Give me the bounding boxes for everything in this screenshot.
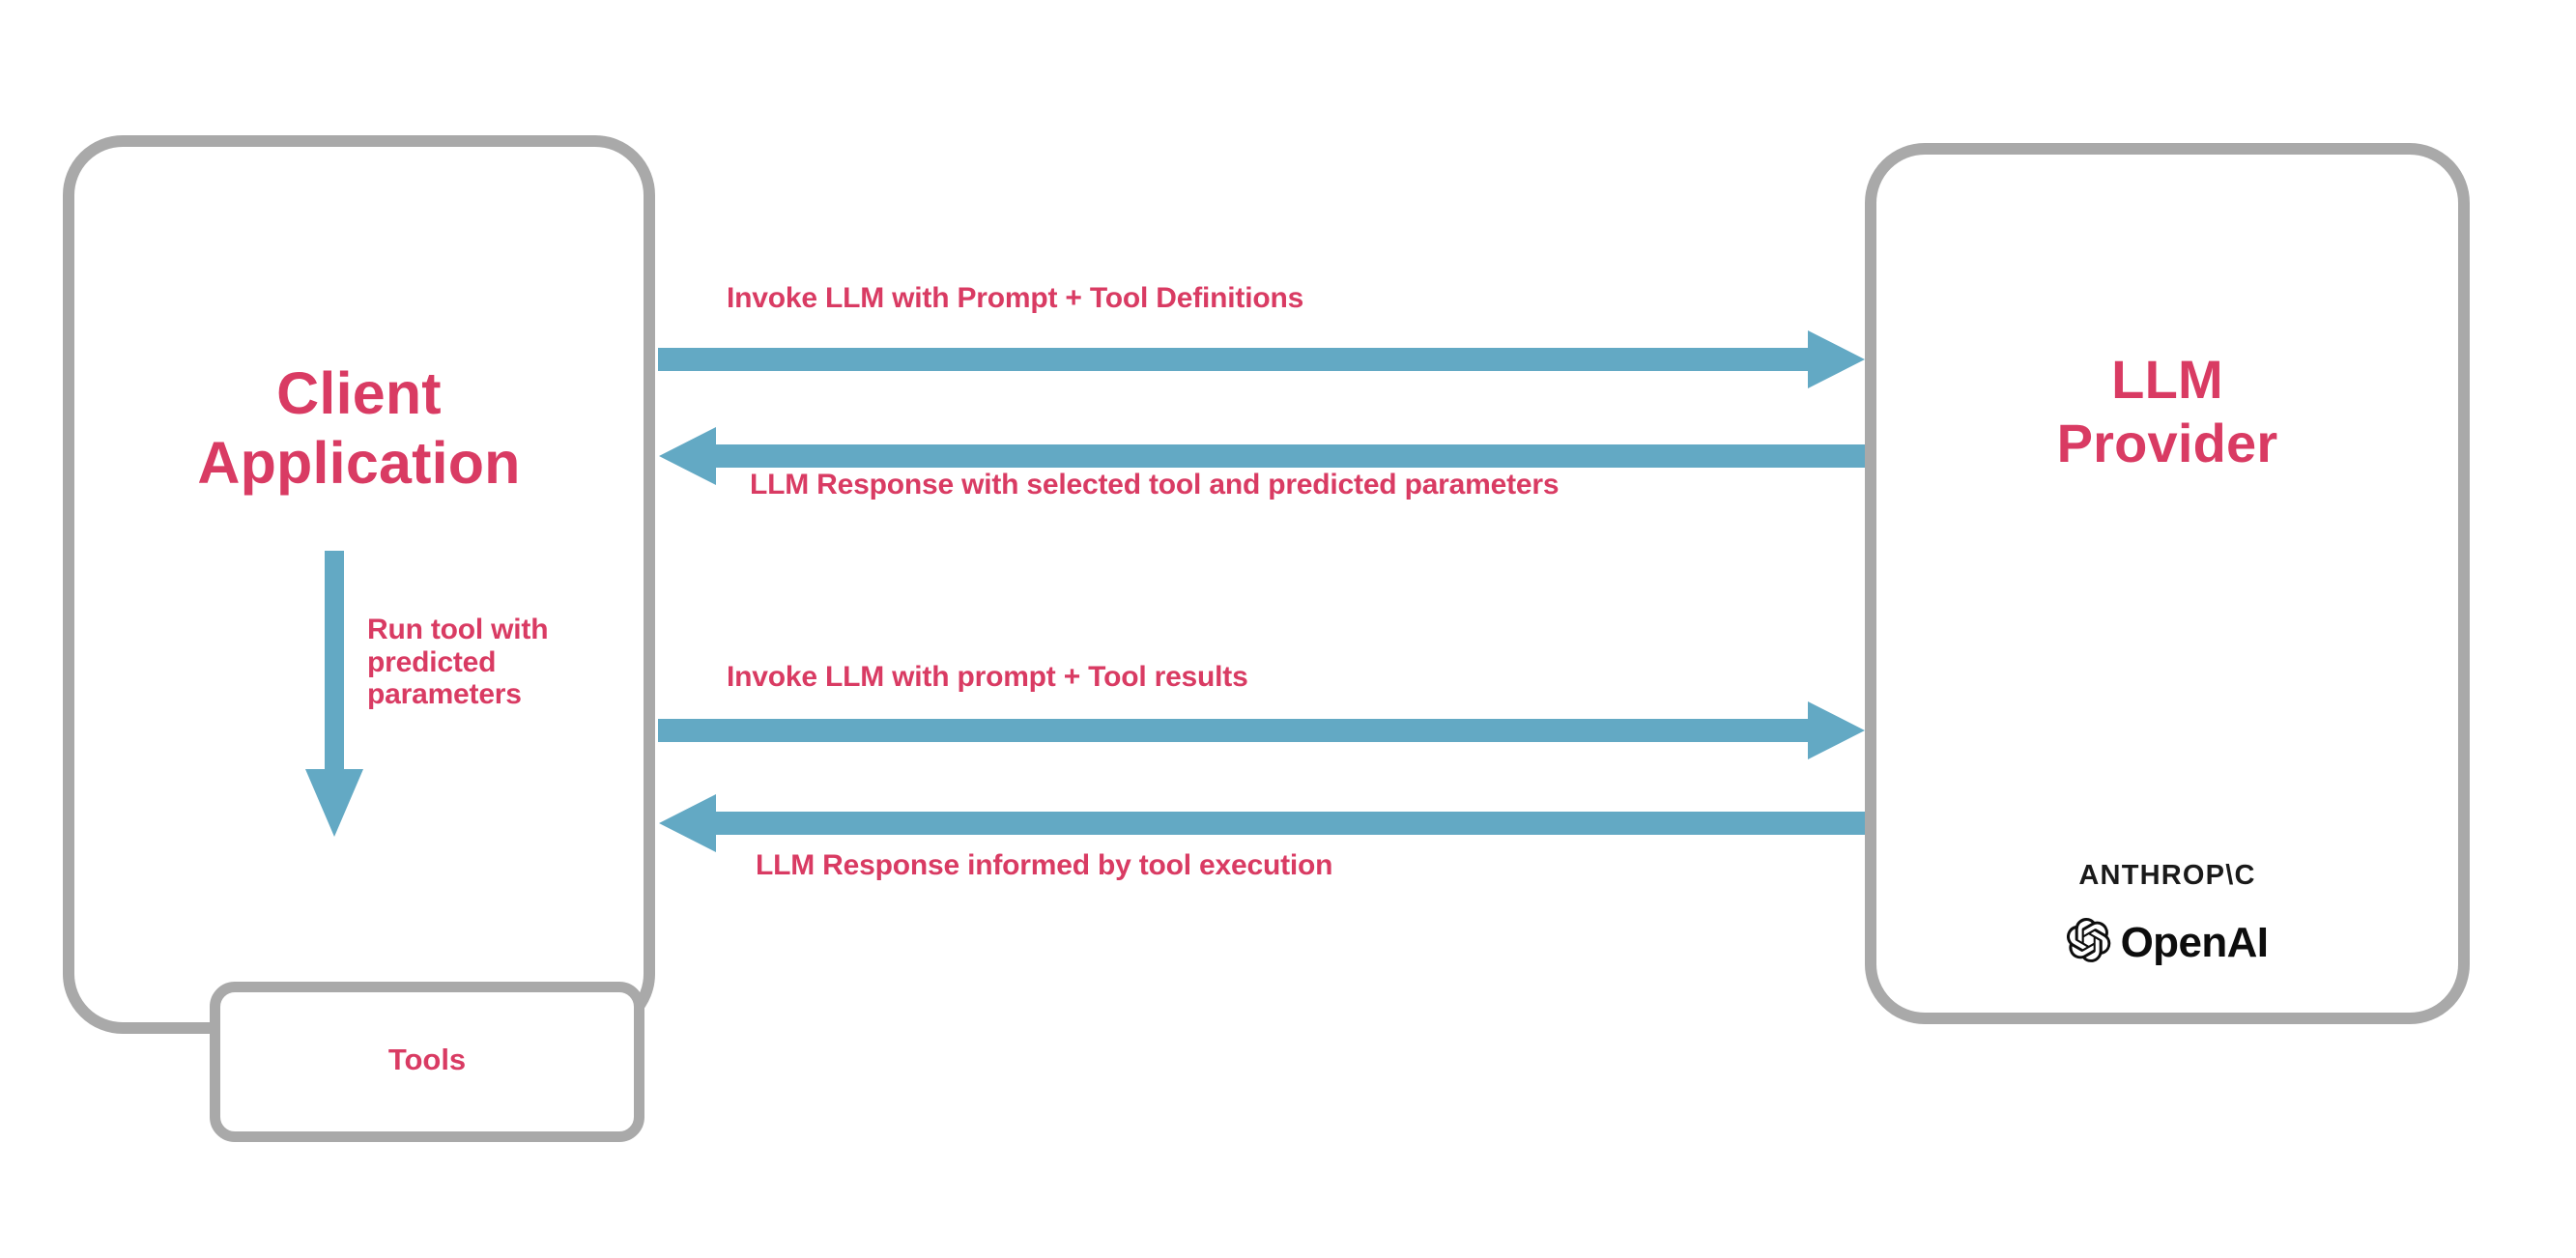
openai-mark-icon xyxy=(2066,918,2111,967)
provider-title-line-2: Provider xyxy=(2056,413,2278,474)
arrow-run-tool xyxy=(286,551,402,841)
llm-provider-box: LLM Provider ANTHROP\C OpenAI xyxy=(1865,143,2470,1024)
client-application-title: Client Application xyxy=(74,359,644,499)
arrow-label-response-1: LLM Response with selected tool and pred… xyxy=(750,469,1560,500)
openai-logo: OpenAI xyxy=(1876,918,2458,967)
openai-wordmark: OpenAI xyxy=(2120,918,2269,966)
arrow-label-invoke-2: Invoke LLM with prompt + Tool results xyxy=(727,661,1248,693)
tools-label: Tools xyxy=(387,1043,467,1076)
client-title-line-2: Application xyxy=(197,429,521,496)
client-application-box: Client Application Tools xyxy=(63,135,655,1142)
arrow-label-response-2: LLM Response informed by tool execution xyxy=(756,849,1333,881)
anthropic-logo: ANTHROP\C xyxy=(2078,860,2256,891)
llm-provider-title: LLM Provider xyxy=(1876,348,2458,475)
client-title-line-1: Client xyxy=(276,360,442,426)
tools-box: Tools xyxy=(210,982,644,1142)
arrow-label-invoke-1: Invoke LLM with Prompt + Tool Definition… xyxy=(727,282,1304,314)
provider-title-line-1: LLM xyxy=(2111,349,2223,410)
arrow-label-run-tool: Run tool with predicted parameters xyxy=(367,614,549,711)
